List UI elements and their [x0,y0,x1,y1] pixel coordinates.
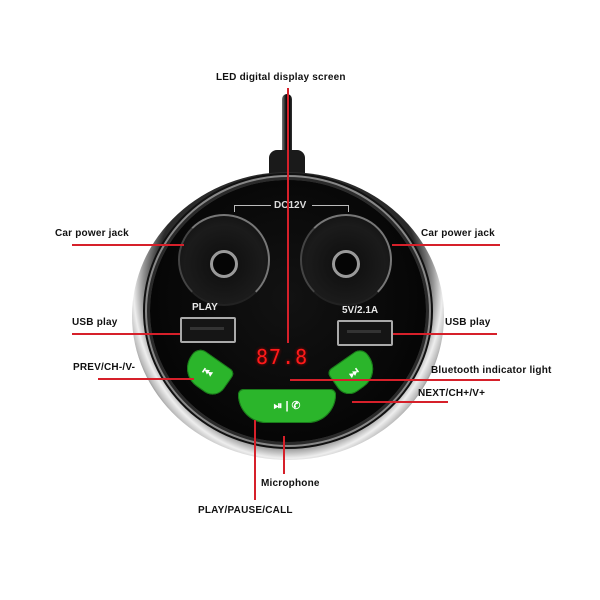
usb-power-marking: 5V/2.1A [342,305,379,316]
led-display: 87.8 [256,345,309,369]
leader-line-prev [98,378,194,380]
label-prev: PREV/CH-/V- [73,362,136,373]
leader-line-bluetooth [290,379,500,381]
leader-line-usb-left [72,333,180,335]
label-led-display: LED digital display screen [216,72,346,83]
dc-bracket-right [312,205,349,212]
label-play-pause-call: PLAY/PAUSE/CALL [198,505,293,516]
prev-icon: ⏮ [199,364,215,381]
label-next: NEXT/CH+/V+ [418,388,486,399]
leader-line-jack-left [72,244,184,246]
play-call-icon: ⏯ | ✆ [273,399,301,412]
usb-port-right [337,320,393,346]
usb-play-marking: PLAY [192,302,218,313]
leader-line-jack-right [392,244,500,246]
label-usb-play-left: USB play [72,317,118,328]
label-usb-play-right: USB play [445,317,491,328]
leader-line-play-pause [254,420,256,500]
label-microphone: Microphone [261,478,320,489]
car-power-jack-right [300,214,392,306]
leader-line-led [287,88,289,343]
leader-line-next [352,401,448,403]
leader-line-microphone [283,436,285,474]
label-car-power-jack-left: Car power jack [55,228,129,239]
jack-socket-icon [210,250,238,278]
usb-port-left [180,317,236,343]
leader-line-usb-right [393,333,497,335]
label-car-power-jack-right: Car power jack [421,228,495,239]
play-pause-call-button[interactable]: ⏯ | ✆ [238,389,336,423]
jack-socket-icon [332,250,360,278]
car-power-jack-left [178,214,270,306]
dc12v-marking: DC12V [274,200,307,211]
dc-bracket-left [234,205,271,212]
label-bluetooth-light: Bluetooth indicator light [431,365,552,376]
